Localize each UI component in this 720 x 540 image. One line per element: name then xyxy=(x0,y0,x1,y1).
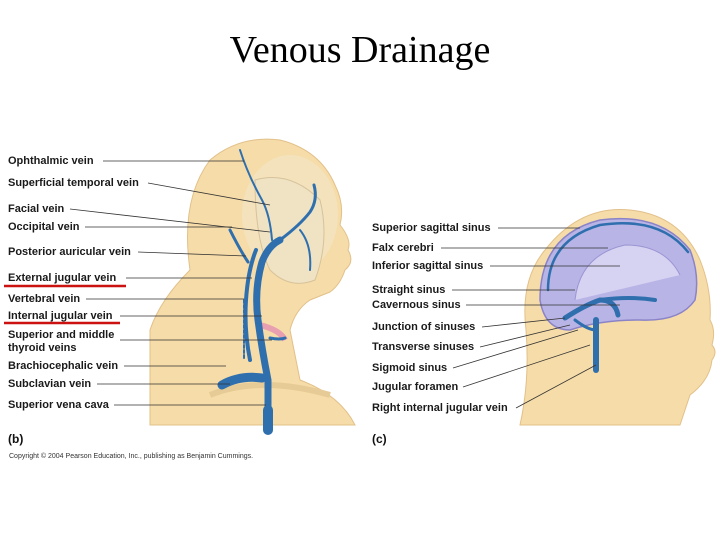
label-cavernous-sinus: Cavernous sinus xyxy=(372,299,461,311)
label-jugular-foramen: Jugular foramen xyxy=(372,381,459,393)
dural-sinuses xyxy=(546,221,690,373)
label-brachiocephalic-vein: Brachiocephalic vein xyxy=(8,360,119,372)
label-junction-of-sinuses: Junction of sinuses xyxy=(372,321,476,333)
label-vertebral-vein: Vertebral vein xyxy=(8,293,81,305)
label-right-internal-jugular-vein: Right internal jugular vein xyxy=(372,402,508,414)
slide-title: Venous Drainage xyxy=(229,29,491,71)
label-superior-sagittal-sinus: Superior sagittal sinus xyxy=(372,222,491,234)
label-falx-cerebri: Falx cerebri xyxy=(372,242,434,254)
head-profile-figure xyxy=(519,209,716,426)
leader-lines-b xyxy=(69,160,272,406)
label-posterior-auricular-vein: Posterior auricular vein xyxy=(8,246,131,258)
label-occipital-vein: Occipital vein xyxy=(8,221,80,233)
label-subclavian-vein: Subclavian vein xyxy=(8,378,92,390)
label-facial-vein: Facial vein xyxy=(8,203,65,215)
leader-lines-c xyxy=(441,227,620,409)
jugular-veins xyxy=(217,149,317,435)
label-external-jugular-vein: External jugular vein xyxy=(8,272,117,284)
label-superior-vena-cava: Superior vena cava xyxy=(8,399,109,411)
label-superior-middle-thyroid-line1: Superior and middle xyxy=(8,329,115,341)
label-inferior-sagittal-sinus: Inferior sagittal sinus xyxy=(372,260,484,272)
label-ophthalmic-vein: Ophthalmic vein xyxy=(8,155,94,167)
label-internal-jugular-vein: Internal jugular vein xyxy=(8,310,113,322)
copyright-notice: Copyright © 2004 Pearson Education, Inc.… xyxy=(9,453,254,460)
label-superficial-temporal-vein: Superficial temporal vein xyxy=(8,177,139,189)
panel-c-letter: (c) xyxy=(372,432,387,446)
label-underlines xyxy=(4,284,126,325)
label-sigmoid-sinus: Sigmoid sinus xyxy=(372,362,448,374)
label-transverse-sinuses: Transverse sinuses xyxy=(372,341,475,353)
panel-b-letter: (b) xyxy=(8,432,24,446)
label-superior-middle-thyroid-line2: thyroid veins xyxy=(8,342,77,354)
label-straight-sinus: Straight sinus xyxy=(372,284,446,296)
